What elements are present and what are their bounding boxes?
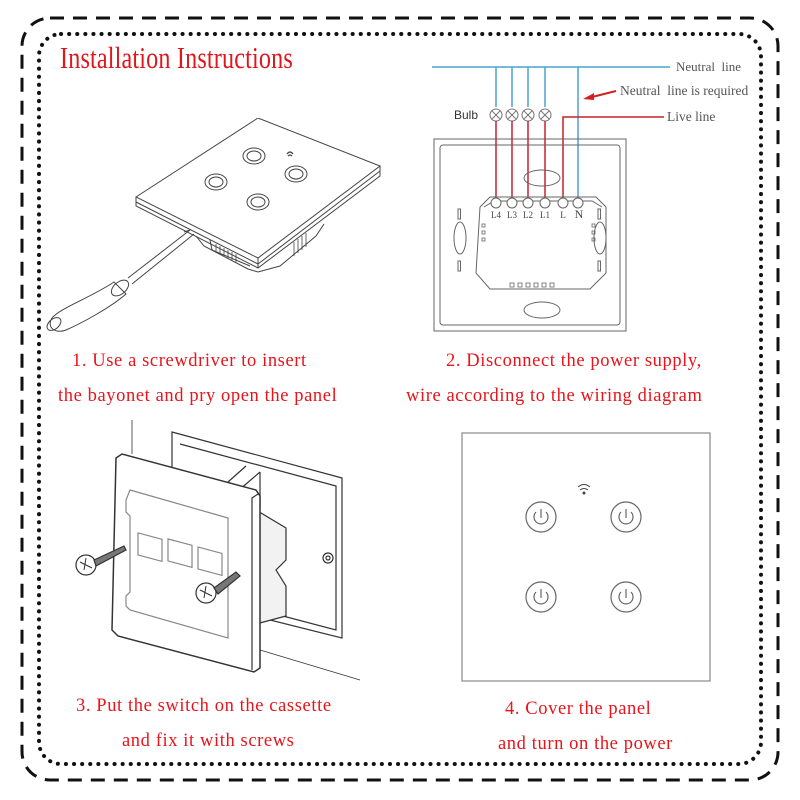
power-button-4	[610, 581, 642, 613]
bulb-icon	[538, 108, 552, 122]
terminal-label: L4	[491, 210, 501, 220]
neutral-line-label: Neutral line	[676, 59, 741, 74]
step1-illustration	[46, 118, 382, 332]
power-icon	[242, 147, 266, 165]
screw-icon	[195, 571, 241, 604]
page-title: Installation Instructions	[60, 40, 293, 75]
bulb-label: Bulb	[454, 108, 478, 122]
backplate	[433, 138, 627, 332]
step2-caption-line1: 2. Disconnect the power supply,	[446, 351, 702, 371]
power-icon	[284, 165, 308, 183]
outer-dashed-border	[20, 16, 780, 782]
power-icon	[246, 193, 270, 211]
terminal-L4	[490, 197, 502, 209]
neutral-required-label: Neutral line is required	[620, 83, 748, 98]
wifi-icon	[577, 484, 591, 495]
step3-caption-line2: and fix it with screws	[122, 731, 295, 751]
terminal-L3	[506, 197, 518, 209]
front-panel	[461, 432, 711, 682]
power-button-1	[525, 501, 557, 533]
terminal-label: L	[560, 210, 566, 220]
wifi-icon	[286, 151, 294, 157]
terminal-label: L3	[507, 210, 517, 220]
step4-caption-line2: and turn on the power	[498, 734, 673, 754]
inner-dotted-border	[37, 32, 763, 766]
step2-caption-line2: wire according to the wiring diagram	[406, 386, 703, 406]
terminal-label: L2	[523, 210, 533, 220]
screwdriver-icon	[46, 229, 195, 332]
terminal-L2	[522, 197, 534, 209]
step1-caption-line1: 1. Use a screwdriver to insert	[72, 351, 307, 371]
step3-illustration	[75, 420, 361, 681]
bulb-icon	[505, 108, 519, 122]
panel-top-face	[134, 118, 382, 259]
power-icon	[204, 173, 228, 191]
bulb-icon	[521, 108, 535, 122]
screw-icon	[75, 545, 127, 576]
step1-caption-line2: the bayonet and pry open the panel	[58, 386, 338, 406]
step4-illustration	[461, 432, 711, 682]
step4-caption-line1: 4. Cover the panel	[505, 699, 652, 719]
switch-plate	[111, 453, 261, 673]
live-line-label: Live line	[667, 109, 715, 124]
terminal-L	[557, 197, 569, 209]
bulb-icon	[489, 108, 503, 122]
step3-caption-line1: 3. Put the switch on the cassette	[76, 696, 332, 716]
terminal-label: L1	[540, 210, 550, 220]
terminal-N	[572, 197, 584, 209]
step2-wiring-diagram: Neutral line Neutral line is required Li…	[432, 59, 748, 332]
power-button-3	[525, 581, 557, 613]
terminal-label: N	[575, 207, 584, 221]
power-button-2	[610, 501, 642, 533]
panel1-buttons	[204, 147, 308, 211]
terminal-L1	[539, 197, 551, 209]
